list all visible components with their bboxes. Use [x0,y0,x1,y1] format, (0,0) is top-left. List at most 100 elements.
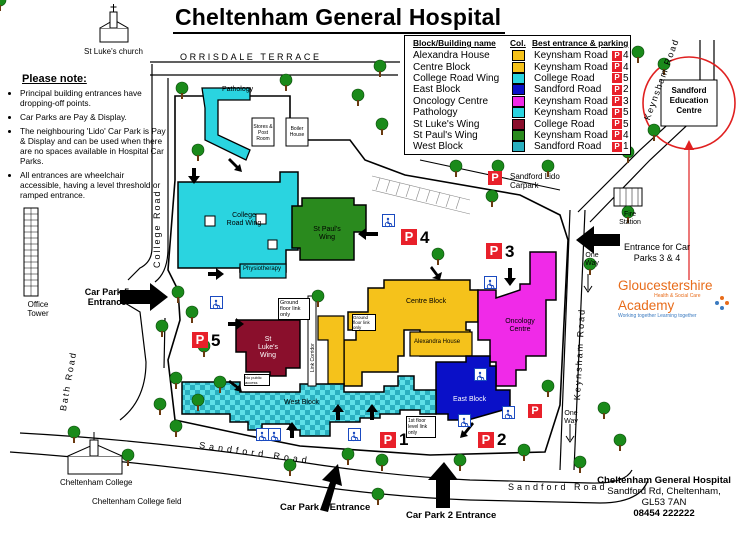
logo-sub-2: Working together Learning together [618,313,697,319]
legend-colour-swatch [512,95,525,107]
legend-building-name: Centre Block [413,61,471,73]
legend-colour-swatch [512,50,525,62]
legend-building-name: Pathology [413,107,458,119]
one-way-arrow-2 [565,424,575,443]
st-lukes-entrance-arrow [228,318,244,330]
one-way-label-1: One Way [585,252,599,267]
college-field-label: Cheltenham College field [92,497,182,506]
keynsham-road-left-edge [559,209,571,471]
legend-parking-p-icon: P [612,50,622,61]
address-name: Cheltenham General Hospital [597,475,731,486]
note-item: Principal building entrances have droppi… [20,88,166,108]
west-block-entrance-arrow [228,380,242,392]
hospital-address: Cheltenham General Hospital Sandford Rd,… [585,475,741,519]
wheelchair-access-icon [458,414,471,428]
link-corridor-label: Link Corridor [310,343,316,372]
legend-header-colour: Col. [510,38,526,48]
legend-colour-swatch [512,107,525,119]
sandford-lido-label: Sandford Lido Carpark [510,172,560,190]
legend-parking-number: 4 [623,50,629,62]
west-block-label: West Block [284,399,319,406]
st-pauls-entrance-arrow [358,228,378,240]
legend-colour-swatch [512,141,525,153]
car-parks-3-4-entrance-label: Entrance for Car Parks 3 & 4 [623,242,691,263]
legend-parking-number: 2 [623,84,629,96]
car-parks-3-4-arrow [576,226,620,254]
access-arrows [120,158,620,512]
legend-entrance: Keynsham Road [534,61,608,73]
oncology-entrance-arrow [504,268,516,286]
pathology-entrance-arrow [228,158,242,172]
car-park-3-number: 3 [505,242,515,261]
first-floor-link-note: 1st floor level link only [406,416,436,438]
legend-building-name: St Paul's Wing [413,129,478,141]
legend-colour-swatch [512,129,525,141]
west-block-south-arrow-3 [286,422,298,438]
bath-road-edge [119,299,147,421]
physiotherapy-label: Physiotherapy [243,266,282,272]
note-item: Car Parks are Pay & Display. [20,112,166,122]
car-park-4-number: 4 [420,228,430,247]
west-block-south-arrow-1 [332,404,344,420]
keynsham-road-right-edge [573,209,586,471]
centre-block-entrance-arrow [430,266,442,280]
legend-parking-number: 5 [623,107,629,119]
legend-parking-number: 1 [623,141,629,153]
legend-building-name: St Luke's Wing [413,118,480,130]
car-park-5-entrance-label: Car Park 5 Entrance [84,287,130,307]
education-pointer-head [684,140,694,150]
legend-header-entrance: Best entrance & parking [532,38,629,48]
car-park-2-entrance-label: Car Park 2 Entrance [406,510,497,521]
lido-car-park-p-icon: P [488,171,502,185]
address-phone: 08454 222222 [633,508,695,519]
title-underline [173,32,505,34]
sandford-road-right-label: Sandford Road [508,482,608,492]
car-park-2-number: 2 [497,430,507,449]
legend-parking-p-icon: P [612,84,622,95]
legend-colour-swatch [512,61,525,73]
notes-panel: Please note: Principal building entrance… [8,74,166,204]
st-lukes-wing-label: St Luke's Wing [257,336,278,359]
college-road-label: College Road [152,189,162,268]
legend-building-name: Oncology Centre [413,95,489,107]
office-tower-label: Office Tower [27,300,49,318]
legend-parking-p-icon: P [612,107,622,118]
address-line-2: GL53 7AN [641,497,687,508]
legend-entrance: Sandford Road [534,141,602,153]
wheelchair-access-icon [502,406,515,420]
legend-entrance: Sandford Road [534,84,602,96]
notes-heading: Please note: [22,73,87,85]
courtyard-2 [255,213,267,225]
west-block-south-arrow-2 [366,404,378,420]
centre-block-west-wing [317,315,345,385]
legend-parking-number: 5 [623,72,629,84]
legend-parking-number: 3 [623,95,629,107]
office-tower-icon [23,207,39,297]
college-road-right-edge [154,78,169,283]
st-lukes-church-label: St Luke's church [84,47,143,56]
logo-line-1: Gloucestershire [618,278,713,293]
legend-building-name: West Block [413,141,463,153]
academy-people-icon [714,295,730,311]
east-block-building [435,355,511,421]
car-park-1-entrance-label: Car Park 1 Entrance [280,502,371,513]
legend-building-name: College Road Wing [413,72,500,84]
legend-parking-number: 4 [623,129,629,141]
car-park-2-p-icon: P [478,432,494,448]
courtyard-1 [204,215,216,227]
fire-station-label: Fire Station [619,211,641,226]
wheelchair-access-icon [382,214,395,228]
sandford-education-label: Sandford Education Centre [669,86,709,115]
legend-parking-number: 5 [623,118,629,130]
building-legend: Block/Building name Col. Best entrance &… [404,35,631,155]
legend-parking-p-icon: P [612,62,622,73]
logo-sub-1: Health & Social Care [654,293,701,299]
pathology-building [201,87,251,161]
logo-line-2: Academy [618,298,675,313]
stores-label: Stores & Post Room [253,124,273,142]
